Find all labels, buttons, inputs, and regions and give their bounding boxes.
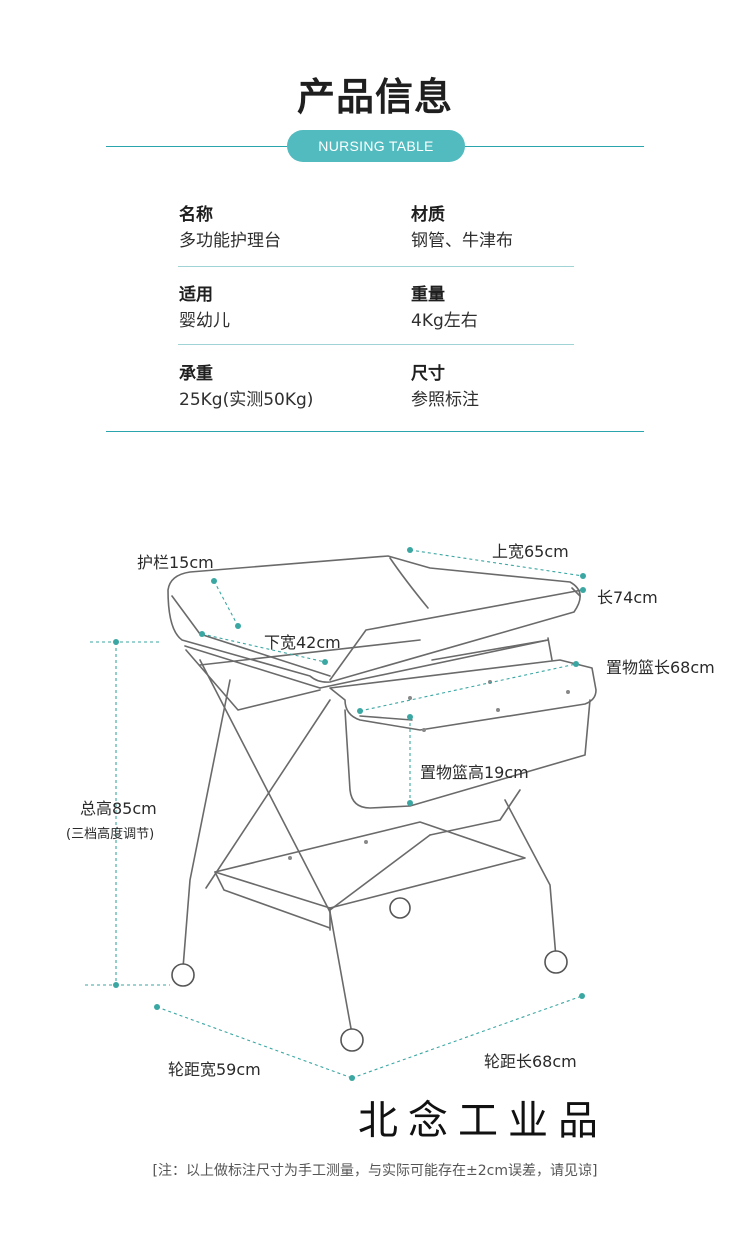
spec-weight: 重量 4Kg左右	[411, 282, 478, 334]
spec-material: 材质 钢管、牛津布	[411, 202, 513, 254]
spec-size: 尺寸 参照标注	[411, 361, 479, 413]
wheels	[171, 897, 568, 1052]
spec-value: 参照标注	[411, 390, 479, 410]
spec-value: 25Kg(实测50Kg)	[179, 390, 314, 410]
wheel-back-right	[544, 950, 568, 974]
frame-rivets	[288, 680, 570, 860]
spec-row-divider	[178, 344, 574, 345]
spec-load: 承重 25Kg(实测50Kg)	[179, 361, 313, 413]
spec-value: 多功能护理台	[179, 231, 281, 251]
spec-label: 尺寸	[411, 364, 445, 384]
nursing-table-diagram	[85, 547, 597, 1081]
spec-label: 名称	[179, 205, 213, 225]
dim-basket-height: 置物篮高19cm	[420, 763, 529, 782]
dim-total-height: 总高85cm	[80, 799, 157, 818]
spec-label: 承重	[179, 364, 213, 384]
dim-bottom-width: 下宽42cm	[264, 633, 341, 652]
spec-row-divider	[178, 266, 574, 267]
brand-watermark: 北念工业品	[358, 1098, 608, 1144]
spec-label: 材质	[411, 205, 445, 225]
spec-value: 婴幼儿	[179, 311, 230, 331]
wheel-front-right	[340, 1028, 364, 1052]
spec-label: 适用	[179, 285, 213, 305]
dim-wheel-width: 轮距宽59cm	[168, 1060, 261, 1079]
spec-value: 钢管、牛津布	[411, 231, 513, 251]
header-divider-right	[465, 146, 644, 147]
category-badge: NURSING TABLE	[287, 130, 465, 162]
spec-suitable: 适用 婴幼儿	[179, 282, 230, 334]
spec-bottom-divider	[106, 431, 644, 432]
dim-basket-length: 置物篮长68cm	[606, 658, 715, 677]
dim-wheel-length: 轮距长68cm	[484, 1052, 577, 1071]
dimension-dots	[113, 547, 586, 1081]
table-outline	[167, 555, 597, 1035]
spec-value: 4Kg左右	[411, 311, 478, 331]
dim-length: 长74cm	[597, 588, 658, 607]
wheel-front-left	[171, 963, 195, 987]
dim-rail-height: 护栏15cm	[137, 553, 214, 572]
spec-name: 名称 多功能护理台	[179, 202, 281, 254]
page-title: 产品信息	[296, 75, 453, 119]
spec-label: 重量	[411, 285, 445, 305]
dim-top-width: 上宽65cm	[492, 542, 569, 561]
header-divider-left	[106, 146, 287, 147]
dim-height-note: (三档高度调节)	[66, 827, 155, 842]
wheel-back-left	[389, 897, 411, 919]
measurement-note: [注：以上做标注尺寸为手工测量，与实际可能存在±2cm误差，请见谅]	[152, 1163, 598, 1179]
